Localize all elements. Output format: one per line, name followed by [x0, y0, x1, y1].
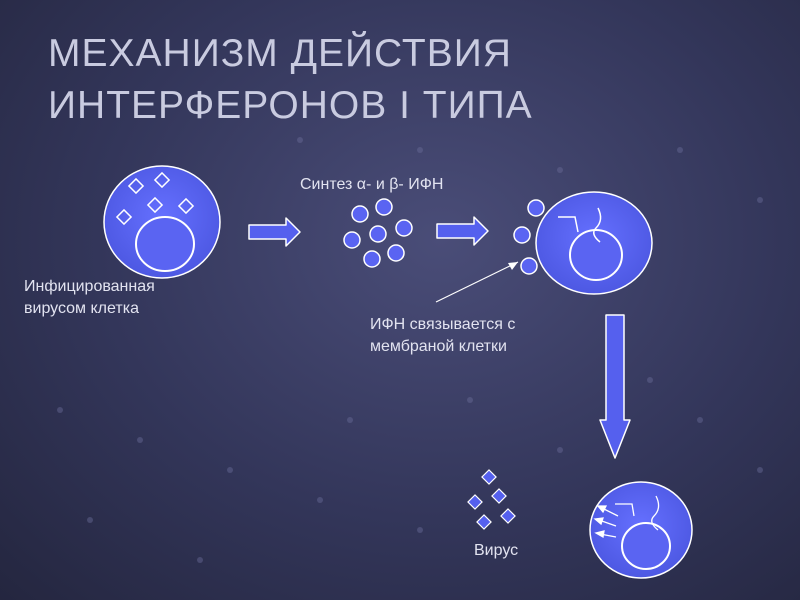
arrow-right-2 [436, 216, 489, 246]
synthesis-label: Синтез α- и β- ИФН [300, 176, 444, 193]
title-line-2: ИНТЕРФЕРОНОВ I ТИПА [48, 84, 533, 127]
interferon-molecules [343, 198, 413, 268]
free-virus-particles [467, 469, 516, 530]
pointer-arrow [435, 261, 519, 303]
infected-cell-label-line-2: вирусом клетка [24, 300, 139, 317]
slide-title: МЕХАНИЗМ ДЕЙСТВИЯ ИНТЕРФЕРОНОВ I ТИПА [48, 28, 768, 132]
virus-particles-in-cell [115, 171, 195, 226]
infected-cell-label-line-1: Инфицированная [24, 278, 155, 295]
arrow-down [599, 314, 631, 459]
bound-interferon [513, 199, 545, 275]
binding-label-line-1: ИФН связывается с [370, 316, 516, 333]
protected-cell [589, 481, 693, 579]
infected-cell [103, 165, 221, 279]
background-texture [57, 137, 763, 563]
binding-label-line-2: мембраной клетки [370, 338, 507, 355]
infected-cell-label: Инфицированная вирусом клетка [24, 276, 155, 320]
binding-label: ИФН связывается с мембраной клетки [370, 314, 515, 358]
virus-label: Вирус [474, 542, 519, 559]
target-cell [535, 191, 653, 295]
arrow-right-1 [248, 217, 301, 247]
defense-arrows [593, 505, 619, 539]
title-line-1: МЕХАНИЗМ ДЕЙСТВИЯ [48, 32, 512, 75]
